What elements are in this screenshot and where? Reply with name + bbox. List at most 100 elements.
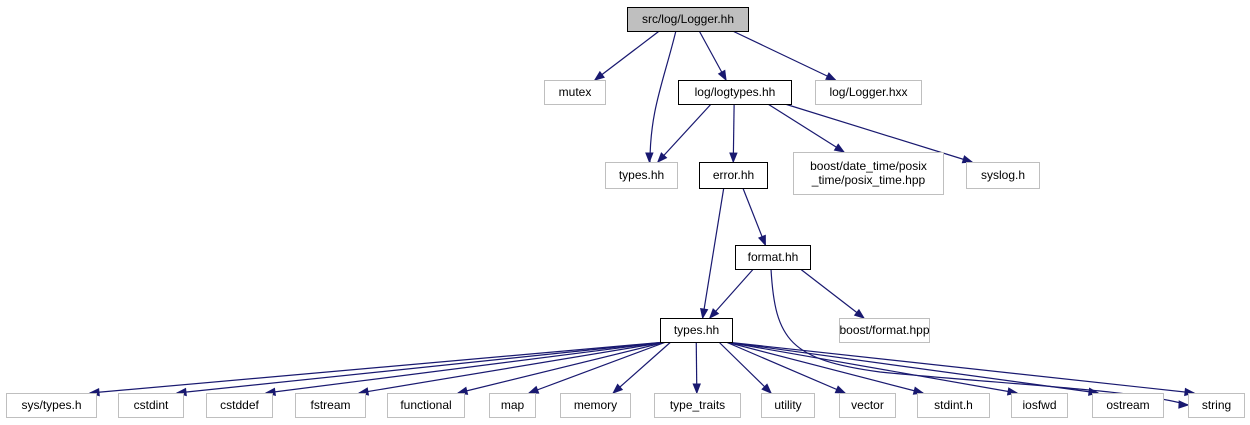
node-utility: utility <box>761 393 815 418</box>
edge-logtypes-to-error <box>732 103 735 163</box>
edge-format-to-string <box>770 268 1189 406</box>
node-box-cstddef <box>206 393 273 418</box>
node-box-map <box>489 393 536 418</box>
node-map: map <box>489 393 536 418</box>
edge-types-to-memory <box>612 341 672 394</box>
node-label-type-traits: type_traits <box>670 398 725 412</box>
node-functional: functional <box>387 393 465 418</box>
arrowhead-error-to-format <box>757 234 766 247</box>
node-logtypes[interactable]: log/logtypes.hh <box>678 80 792 105</box>
edge-types-to-utility <box>718 341 772 394</box>
arrowhead-logtypes-to-syslog <box>961 155 974 164</box>
arrowhead-root-to-mutex <box>593 70 605 81</box>
node-box-stdint <box>917 393 990 418</box>
edge-types-to-fstream <box>358 341 667 394</box>
edge-types-to-cstdint <box>176 341 667 394</box>
node-box-syslog <box>966 162 1040 189</box>
edge-types-to-vector <box>725 341 846 394</box>
node-label-map: map <box>501 398 525 412</box>
arrowhead-types-to-type-traits <box>692 383 701 395</box>
node-label-cstdint: cstdint <box>134 398 169 412</box>
node-label-logtypes: log/logtypes.hh <box>695 85 776 99</box>
node-box-memory <box>560 393 631 418</box>
node-box-root <box>627 7 749 32</box>
node-mutex: mutex <box>544 80 606 105</box>
edge-types-to-sys-types <box>89 341 667 394</box>
node-label-sys-types: sys/types.h <box>21 398 81 412</box>
node-stdint: stdint.h <box>917 393 990 418</box>
edge-types-to-iosfwd <box>725 341 1018 394</box>
edge-error-to-types <box>702 187 725 319</box>
node-box-string <box>1188 393 1245 418</box>
node-label-ostream: ostream <box>1106 398 1149 412</box>
node-label-boost-dt: boost/date_time/posix <box>810 159 927 173</box>
node-box-boost-dt <box>793 152 944 195</box>
node-box-types-top <box>605 162 678 189</box>
node-box-iosfwd <box>1011 393 1068 418</box>
arrowhead-logtypes-to-types-top <box>656 152 668 164</box>
node-format[interactable]: format.hh <box>735 245 811 270</box>
node-box-utility <box>761 393 815 418</box>
edge-error-to-format <box>742 187 766 246</box>
arrowhead-error-to-types <box>700 307 709 320</box>
node-cstddef: cstddef <box>206 393 273 418</box>
node-memory: memory <box>560 393 631 418</box>
arrowhead-types-to-utility <box>761 383 773 394</box>
node-box-boost-format <box>839 318 930 343</box>
arrowhead-format-to-boost-format <box>853 308 866 319</box>
node-label-string: string <box>1202 398 1231 412</box>
arrowhead-root-to-logger-hxx <box>825 72 837 81</box>
node-label-types: types.hh <box>674 323 719 337</box>
node-label-root: src/log/Logger.hh <box>642 12 734 26</box>
edge-types-to-cstddef <box>265 341 667 394</box>
edge-logtypes-to-types-top <box>657 103 712 163</box>
node-box-format <box>735 245 811 270</box>
node-label-types-top: types.hh <box>619 168 664 182</box>
node-label-format: format.hh <box>748 250 799 264</box>
node-box-cstdint <box>118 393 184 418</box>
edge-types-to-functional <box>457 341 667 394</box>
node-box-logger-hxx <box>815 80 922 105</box>
node-cstdint: cstdint <box>118 393 184 418</box>
node-syslog: syslog.h <box>966 162 1040 189</box>
arrowhead-root-to-types-top <box>645 152 654 164</box>
node-types[interactable]: types.hh <box>660 318 733 343</box>
node-label-memory: memory <box>574 398 617 412</box>
edge-types-to-string <box>725 341 1195 394</box>
node-box-error <box>699 162 768 189</box>
arrowhead-format-to-string <box>1178 400 1190 409</box>
arrowhead-root-to-logtypes <box>717 69 727 82</box>
edge-root-to-logger-hxx <box>732 30 836 81</box>
arrowhead-types-to-memory <box>612 383 624 394</box>
edge-format-to-types <box>709 268 754 319</box>
node-type-traits: type_traits <box>654 393 741 418</box>
node-root[interactable]: src/log/Logger.hh <box>627 7 749 32</box>
node-label-boost-dt: _time/posix_time.hpp <box>811 173 926 187</box>
node-label-fstream: fstream <box>310 398 350 412</box>
edge-logtypes-to-boost-dt <box>767 103 845 153</box>
node-boost-format: boost/format.hpp <box>839 318 930 343</box>
node-label-cstddef: cstddef <box>220 398 259 412</box>
edge-types-to-ostream <box>725 341 1099 394</box>
arrowhead-logtypes-to-error <box>729 152 738 164</box>
node-box-vector <box>839 393 896 418</box>
node-label-syslog: syslog.h <box>981 168 1025 182</box>
node-box-ostream <box>1092 393 1164 418</box>
node-label-stdint: stdint.h <box>934 398 973 412</box>
node-sys-types: sys/types.h <box>6 393 97 418</box>
node-fstream: fstream <box>295 393 366 418</box>
node-box-functional <box>387 393 465 418</box>
node-boost-dt: boost/date_time/posix_time/posix_time.hp… <box>793 152 944 195</box>
node-label-boost-format: boost/format.hpp <box>839 323 929 337</box>
node-types-top: types.hh <box>605 162 678 189</box>
node-error[interactable]: error.hh <box>699 162 768 189</box>
node-string: string <box>1188 393 1245 418</box>
node-label-iosfwd: iosfwd <box>1022 398 1056 412</box>
node-label-vector: vector <box>851 398 884 412</box>
edges-layer <box>88 30 1196 409</box>
node-box-mutex <box>544 80 606 105</box>
node-ostream: ostream <box>1092 393 1164 418</box>
arrowhead-logtypes-to-boost-dt <box>833 143 846 153</box>
node-label-utility: utility <box>774 398 801 412</box>
